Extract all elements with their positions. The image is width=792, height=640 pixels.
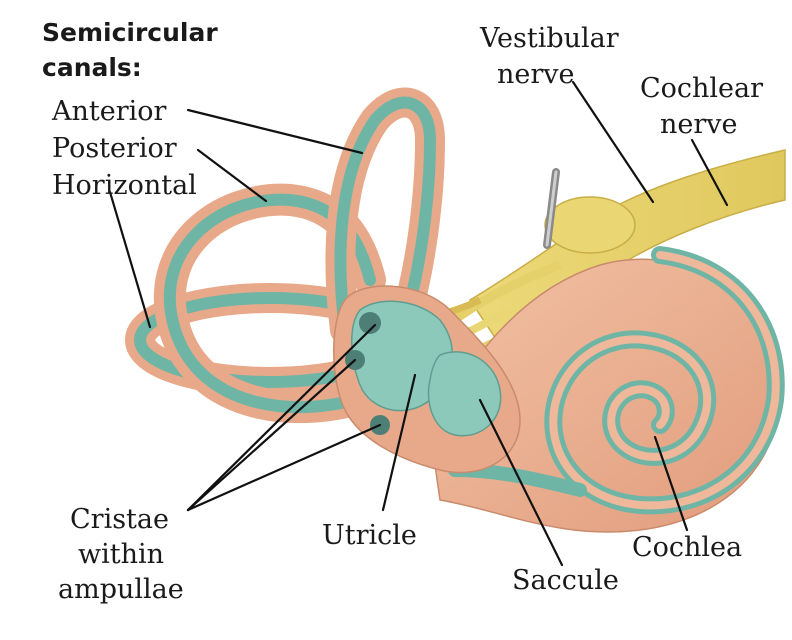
leader-anterior	[186, 108, 364, 155]
leader-vestibular	[571, 80, 655, 204]
leader-utricle	[381, 373, 417, 512]
saccule-shape	[427, 351, 502, 437]
label-vestibular-nerve-1: Vestibular	[480, 23, 619, 54]
cochlea-shape	[429, 246, 785, 533]
label-cochlea: Cochlea	[632, 532, 743, 563]
label-utricle: Utricle	[322, 520, 417, 551]
anterior-canal	[325, 87, 446, 345]
label-cristae-1: Cristae	[70, 504, 169, 535]
leader-cristae-2	[186, 358, 357, 512]
leader-cochlear-nerve	[690, 138, 729, 207]
probe	[543, 168, 560, 249]
leader-cristae-3	[186, 423, 382, 512]
label-cochlear-nerve-2: nerve	[660, 109, 738, 140]
leader-saccule	[478, 398, 564, 567]
label-semicircular-canals-1: Semicircular	[42, 18, 218, 47]
leader-posterior	[196, 148, 268, 203]
leader-lines	[108, 80, 729, 567]
ampulla-anterior	[359, 312, 381, 334]
label-semicircular-canals-2: canals:	[42, 53, 142, 82]
label-posterior: Posterior	[52, 133, 177, 164]
label-cristae-3: ampullae	[58, 574, 184, 605]
label-anterior: Anterior	[52, 96, 167, 127]
vestibular-ganglion	[544, 196, 636, 254]
label-saccule: Saccule	[512, 565, 619, 596]
leader-cochlea	[653, 435, 689, 532]
leader-cristae-1	[186, 323, 377, 512]
leader-horizontal	[108, 190, 152, 329]
label-cristae-2: within	[78, 539, 165, 570]
label-vestibular-nerve-2: nerve	[497, 59, 575, 90]
label-horizontal: Horizontal	[52, 170, 197, 201]
label-cochlear-nerve-1: Cochlear	[640, 73, 764, 104]
